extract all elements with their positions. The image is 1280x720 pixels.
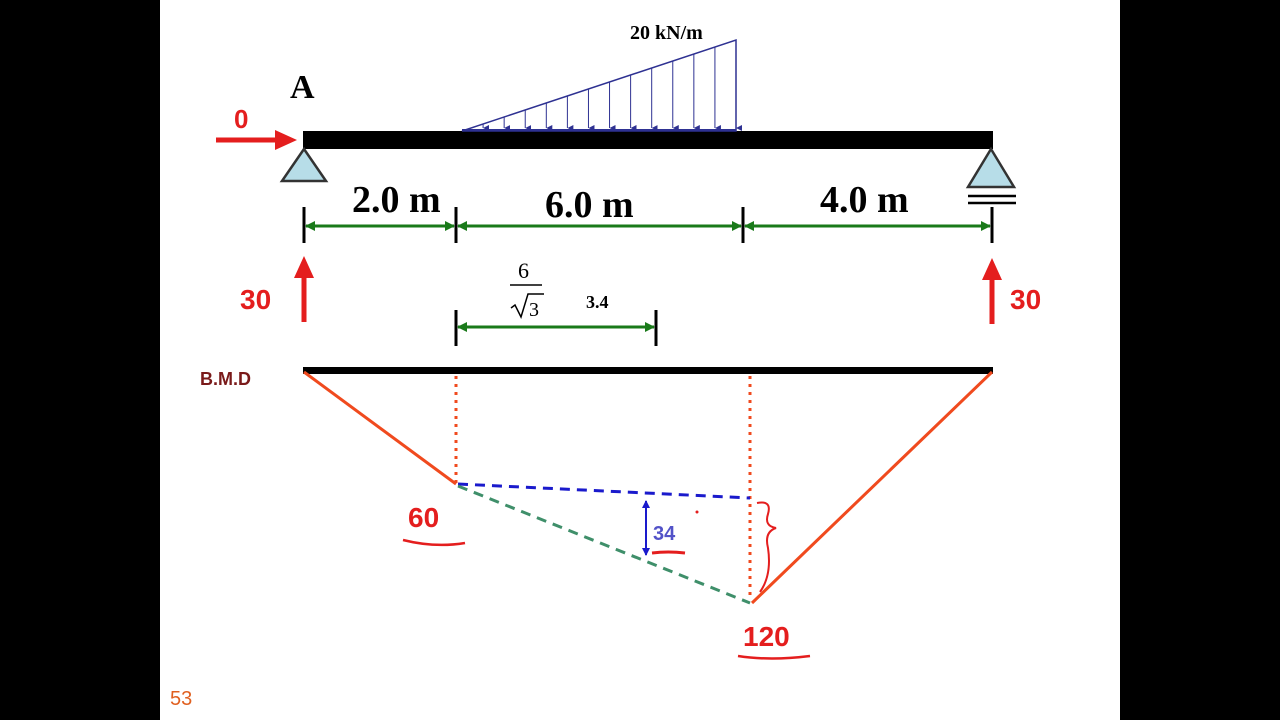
span-dimensions — [302, 207, 994, 243]
page-number: 53 — [170, 688, 192, 710]
bmd-chord-blue — [457, 482, 751, 500]
annotation-dot — [695, 510, 699, 514]
load-arrows — [482, 40, 742, 131]
moment-label-60: 60 — [408, 502, 439, 533]
bmd-outline — [303, 370, 994, 605]
load-label: 20 kN/m — [630, 22, 703, 44]
bmd-projection-lines — [454, 376, 752, 600]
horizontal-reaction-label: 0 — [234, 104, 248, 134]
offset-label: 34 — [653, 523, 676, 545]
fraction: 6 3 — [510, 258, 544, 321]
distributed-load — [461, 38, 742, 132]
horizontal-reaction-arrow — [216, 130, 297, 150]
roller-support — [965, 146, 1017, 205]
left-reaction-arrow — [294, 256, 314, 322]
right-reaction-arrow — [982, 258, 1002, 324]
beam — [303, 131, 993, 149]
bmd-baseline — [303, 367, 993, 374]
moment-underline-60 — [402, 538, 466, 547]
radical-sign — [510, 293, 544, 320]
sub-dimension-line — [454, 310, 658, 346]
slide: 20 kN/m A 0 2.0 m 6.0 m 4.0 m 30 30 6 — [160, 0, 1120, 720]
pin-support — [279, 146, 329, 183]
bmd-chord-green — [457, 484, 751, 605]
fraction-numerator: 6 — [518, 258, 529, 283]
fraction-radicand: 3 — [529, 299, 539, 321]
span-label-2: 6.0 m — [545, 184, 634, 226]
bmd-label: B.M.D — [200, 369, 251, 389]
moment-label-120: 120 — [743, 621, 790, 652]
sub-dimension-label: 3.4 — [586, 292, 609, 312]
span-label-3: 4.0 m — [820, 179, 909, 221]
annotation-brace — [756, 501, 777, 593]
span-label-1: 2.0 m — [352, 179, 441, 221]
right-reaction-label: 30 — [1010, 284, 1041, 315]
left-reaction-label: 30 — [240, 284, 271, 315]
moment-underline-120 — [737, 654, 811, 660]
point-a-label: A — [290, 69, 315, 106]
beam-diagram: 20 kN/m A 0 2.0 m 6.0 m 4.0 m 30 30 6 — [170, 22, 1041, 710]
offset-underline — [651, 550, 686, 555]
